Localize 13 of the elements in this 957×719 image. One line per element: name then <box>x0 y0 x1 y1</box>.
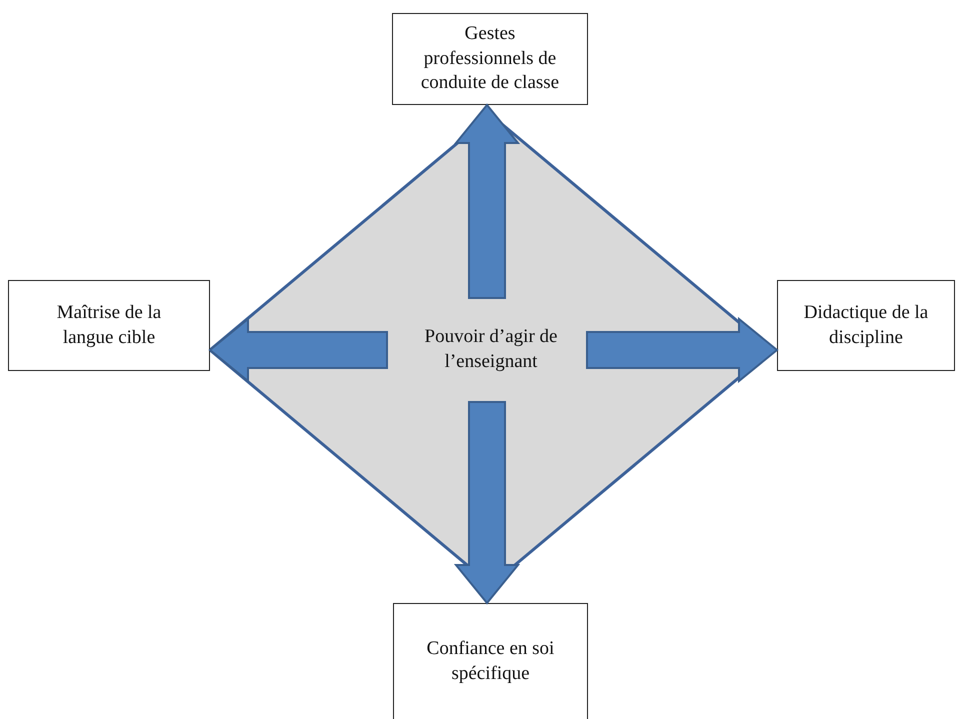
block-arrow <box>454 103 520 299</box>
text-box <box>392 13 588 105</box>
node-label: Pouvoir d’agir de l’enseignant <box>424 325 558 374</box>
block-arrow <box>586 316 779 384</box>
block-arrow <box>454 401 520 605</box>
text-box <box>393 603 588 719</box>
block-arrow <box>208 316 388 384</box>
node-label: Maîtrise de la langue cible <box>56 300 162 350</box>
node-label: Didactique de la discipline <box>802 300 930 350</box>
node-label: Confiance en soi spécifique <box>426 637 556 686</box>
text-box <box>8 280 210 371</box>
text-box <box>777 280 955 371</box>
node-label: Gestes professionnels de conduite de classe <box>420 22 560 96</box>
